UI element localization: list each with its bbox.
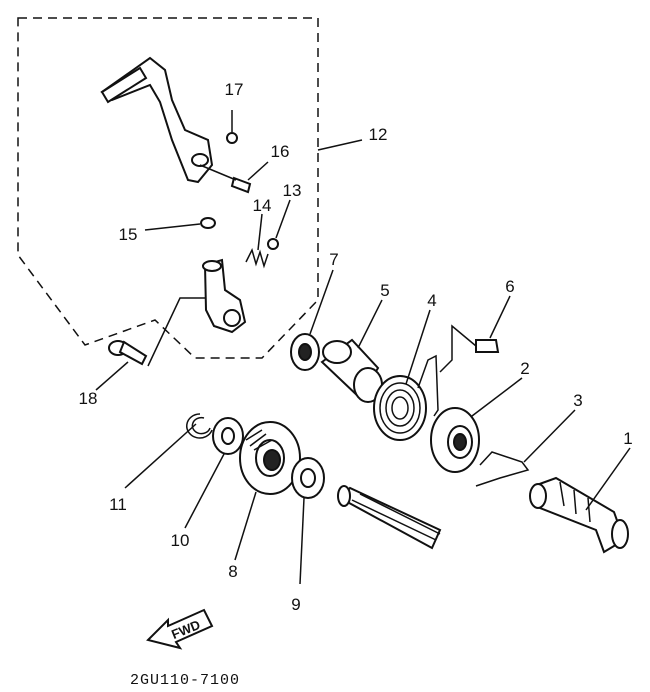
callout-16: 16 bbox=[271, 142, 290, 161]
part-9-washer bbox=[291, 457, 325, 499]
boss-to-bolt-connector bbox=[147, 297, 205, 367]
drawing-number-caption: 2GU110-7100 bbox=[130, 672, 240, 689]
callout-2: 2 bbox=[520, 359, 529, 378]
part-14-spring bbox=[245, 247, 269, 269]
leader-12 bbox=[317, 139, 363, 151]
leader-5 bbox=[357, 299, 383, 349]
part-10-washer bbox=[212, 417, 244, 455]
leader-2 bbox=[471, 377, 523, 417]
part-18-bolt bbox=[108, 340, 148, 366]
kick-crank-lever bbox=[100, 56, 214, 184]
leader-10 bbox=[184, 453, 225, 529]
part-3-clip bbox=[475, 451, 530, 487]
callout-4: 4 bbox=[427, 291, 436, 310]
callout-6: 6 bbox=[505, 277, 514, 296]
kick-crank-boss bbox=[202, 258, 247, 334]
transmission-shaft bbox=[337, 485, 442, 550]
leader-6 bbox=[489, 295, 511, 339]
callout-7: 7 bbox=[329, 250, 338, 269]
leader-16 bbox=[247, 161, 269, 181]
leader-1 bbox=[585, 447, 631, 511]
callout-11: 11 bbox=[109, 495, 127, 514]
callout-5: 5 bbox=[380, 281, 389, 300]
leader-3 bbox=[523, 409, 576, 463]
leader-9 bbox=[299, 497, 305, 585]
part-8-ratchet-wheel bbox=[239, 421, 301, 495]
part-6-pin bbox=[439, 324, 500, 373]
callout-9: 9 bbox=[291, 595, 300, 614]
part-4-torsion-spring bbox=[373, 354, 439, 441]
part-7-bearing bbox=[290, 333, 320, 371]
part-2-kick-gear bbox=[430, 407, 480, 473]
leader-4 bbox=[405, 309, 431, 385]
leader-13 bbox=[275, 199, 291, 239]
leader-18 bbox=[95, 361, 129, 391]
part-5-collar bbox=[320, 338, 383, 403]
part-13-ball bbox=[267, 238, 279, 250]
leader-11 bbox=[124, 423, 197, 489]
callout-17: 17 bbox=[225, 80, 244, 99]
fwd-arrow: FWD bbox=[146, 608, 214, 650]
part-11-circlip bbox=[186, 413, 213, 439]
kick-crank-assembly-boundary bbox=[17, 17, 319, 359]
callout-14: 14 bbox=[253, 196, 272, 215]
callout-15: 15 bbox=[119, 225, 138, 244]
part-16-bolt bbox=[199, 164, 252, 194]
callout-13: 13 bbox=[283, 181, 302, 200]
callout-8: 8 bbox=[228, 562, 237, 581]
callout-18: 18 bbox=[79, 389, 98, 408]
part-17-plug bbox=[226, 132, 238, 144]
callout-12: 12 bbox=[369, 125, 388, 144]
part-15-ball bbox=[200, 217, 216, 229]
leader-14 bbox=[257, 213, 263, 251]
callout-3: 3 bbox=[573, 391, 582, 410]
callout-1: 1 bbox=[623, 429, 632, 448]
part-1-kick-axle bbox=[529, 476, 629, 554]
callout-10: 10 bbox=[171, 531, 190, 550]
leader-7 bbox=[309, 269, 334, 335]
leader-15 bbox=[144, 223, 201, 231]
leader-8 bbox=[234, 491, 257, 561]
